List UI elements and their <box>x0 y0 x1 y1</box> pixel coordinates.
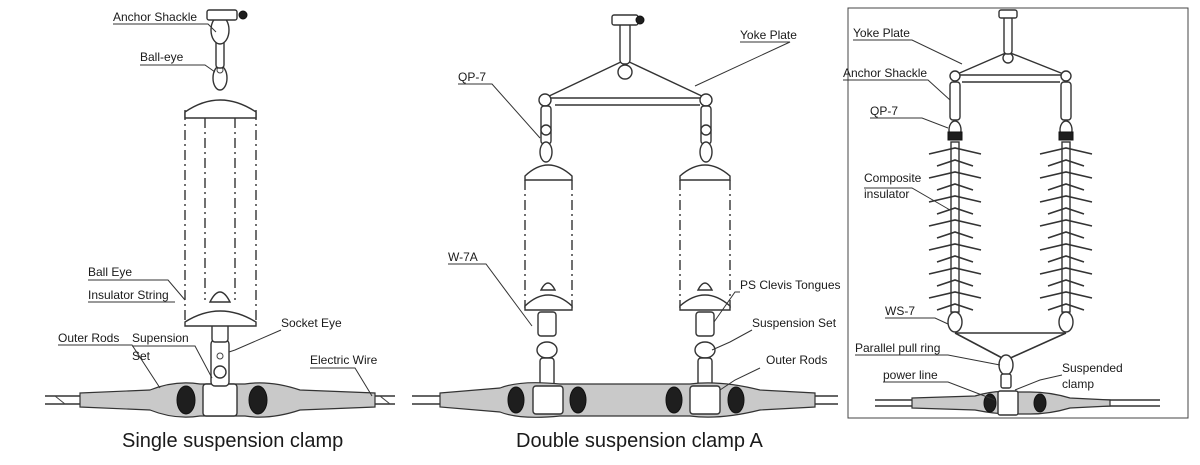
parallel-pull-ring <box>998 354 1014 389</box>
panel3-leader-lines <box>843 39 1063 401</box>
insulator-string-left <box>524 164 573 311</box>
insulator-shed <box>1039 171 1093 179</box>
insulator-shed <box>1039 195 1093 203</box>
insulator-shed <box>1047 279 1085 287</box>
insulator-shed <box>1047 303 1085 311</box>
insulator-shed <box>936 303 974 311</box>
top-insulator-disc <box>184 99 257 119</box>
panel-single-suspension-clamp: Anchor Shackle Ball-eye Ball Eye Insulat… <box>45 9 395 452</box>
insulator-shed <box>936 183 974 191</box>
insulator-shed <box>928 267 982 275</box>
composite-insulator-right <box>1039 141 1093 313</box>
label-electric-wire: Electric Wire <box>310 353 378 367</box>
label-supension: Supension <box>132 331 189 345</box>
panel3-border <box>847 7 1189 419</box>
insulator-shed <box>936 255 974 263</box>
insulator-shed <box>1047 207 1085 215</box>
label-outer-rods: Outer Rods <box>58 331 119 345</box>
label-insulator-string: Insulator String <box>88 288 169 302</box>
caption-single-suspension-clamp: Single suspension clamp <box>122 430 343 452</box>
label-anchor-shackle: Anchor Shackle <box>843 66 927 80</box>
qp7-left <box>539 105 553 163</box>
insulator-shed <box>936 207 974 215</box>
insulator-shed <box>1039 267 1093 275</box>
suspension-set-hardware <box>210 321 230 387</box>
label-ball-eye-top: Ball-eye <box>140 50 184 64</box>
label-w7a: W-7A <box>448 250 478 264</box>
label-power-line: power line <box>883 368 938 382</box>
panel-double-suspension-clamp-a: Yoke Plate QP-7 W-7A PS Clevis Tongues S… <box>412 14 841 452</box>
caption-double-suspension-clamp-a: Double suspension clamp A <box>516 430 763 452</box>
anchor-shackle-and-ball-eye <box>206 9 248 91</box>
suspension-set-left <box>536 311 558 391</box>
label-ws7: WS-7 <box>885 304 915 318</box>
label-qp7: QP-7 <box>870 104 898 118</box>
insulator-shed <box>1047 159 1085 167</box>
insulator-shed <box>1039 147 1093 155</box>
label-ball-eye: Ball Eye <box>88 265 132 279</box>
insulator-shed <box>936 279 974 287</box>
yoke-plate-top <box>949 9 1072 83</box>
label-insulator: insulator <box>864 187 909 201</box>
label-suspended: Suspended <box>1062 361 1123 375</box>
power-line <box>875 390 1160 416</box>
insulator-shed <box>928 219 982 227</box>
insulator-shed <box>1039 291 1093 299</box>
insulator-shed <box>936 159 974 167</box>
label-yoke-plate: Yoke Plate <box>853 26 910 40</box>
label-yoke-plate: Yoke Plate <box>740 28 797 42</box>
insulator-shed <box>1047 231 1085 239</box>
panel1-leader-lines <box>58 23 373 397</box>
electric-wire <box>45 382 395 418</box>
label-socket-eye: Socket Eye <box>281 316 342 330</box>
label-clamp: clamp <box>1062 377 1094 391</box>
label-outer-rods: Outer Rods <box>766 353 827 367</box>
label-anchor-shackle: Anchor Shackle <box>113 10 197 24</box>
insulator-shed <box>936 231 974 239</box>
label-composite: Composite <box>864 171 922 185</box>
label-qp7: QP-7 <box>458 70 486 84</box>
insulator-shed <box>928 171 982 179</box>
panel2-leader-lines <box>448 41 791 391</box>
label-set: Set <box>132 349 151 363</box>
insulator-shed <box>928 243 982 251</box>
ws7-fittings <box>947 311 1074 361</box>
label-suspension-set: Suspension Set <box>752 316 837 330</box>
insulator-shed <box>1047 183 1085 191</box>
insulator-shed <box>1047 255 1085 263</box>
anchor-shackle-left <box>947 81 963 141</box>
power-conductor <box>412 382 838 418</box>
insulator-string-right <box>679 164 731 311</box>
insulator-shed <box>928 195 982 203</box>
label-parallel-pull-ring: Parallel pull ring <box>855 341 940 355</box>
anchor-shackle-right <box>1058 81 1074 141</box>
qp7-right <box>699 105 713 163</box>
insulator-shed <box>928 147 982 155</box>
label-ps-clevis-tongues: PS Clevis Tongues <box>740 278 841 292</box>
yoke-plate <box>538 14 713 107</box>
insulator-string-outline <box>184 110 257 320</box>
composite-insulator-left <box>928 141 982 313</box>
insulator-shed <box>928 291 982 299</box>
suspension-set-right <box>694 311 716 391</box>
insulator-shed <box>1039 219 1093 227</box>
insulator-shed <box>1039 243 1093 251</box>
panel-composite-insulator: Yoke Plate Anchor Shackle QP-7 Composite… <box>843 7 1189 419</box>
bottom-insulator-disc <box>184 291 257 327</box>
